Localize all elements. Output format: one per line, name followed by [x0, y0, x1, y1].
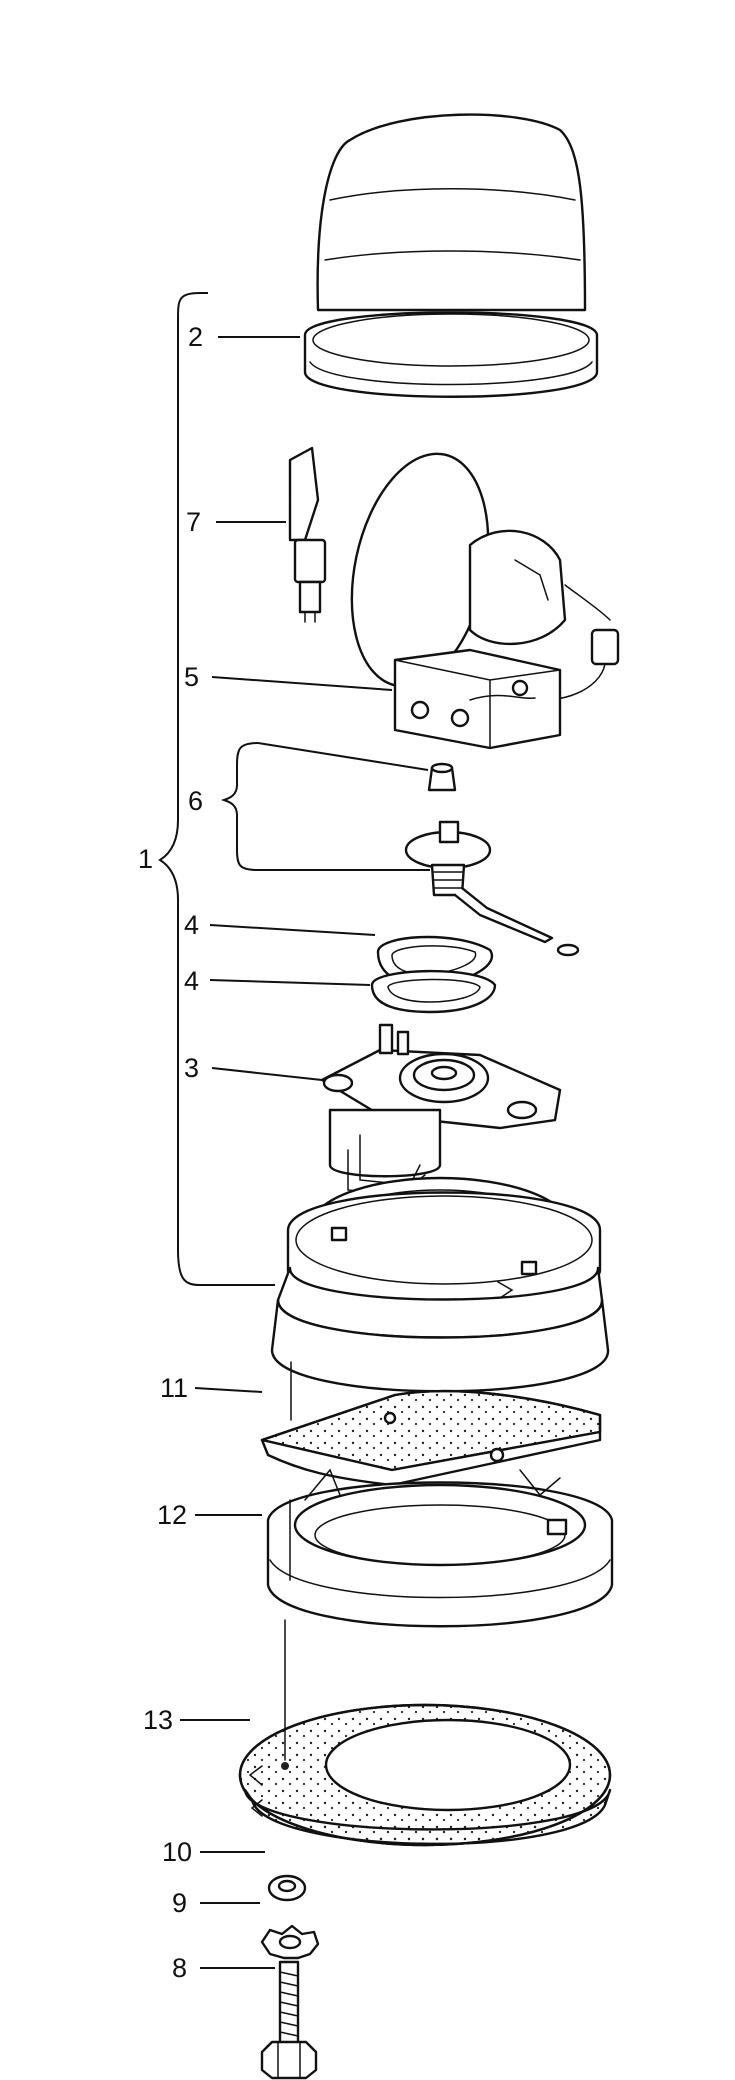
callout-6: 6: [188, 786, 203, 816]
callout-5: 5: [184, 662, 199, 692]
group-1-bracket: [158, 292, 201, 1286]
part-8-bolt: [260, 1960, 318, 2080]
leader-4a: [209, 924, 376, 936]
part-9-lock-washer: [260, 1924, 320, 1960]
callout-7: 7: [186, 507, 201, 537]
callout-8: 8: [172, 1953, 187, 1983]
group-6-bracket: [220, 742, 259, 871]
callout-4-upper: 4: [184, 910, 199, 940]
leader-5: [211, 676, 393, 691]
callout-12: 12: [157, 1500, 187, 1530]
part-2-dome-lens: [303, 113, 599, 398]
part-12-base-ring: [266, 1468, 614, 1628]
part-11-gasket-disc: [260, 1361, 602, 1487]
part-4-gaskets: [370, 935, 497, 1014]
leader-4b: [209, 979, 371, 986]
part-6-lampholder: [404, 762, 580, 957]
callout-9: 9: [172, 1888, 187, 1918]
part-3-motor-unit: [320, 1023, 562, 1196]
callout-13: 13: [143, 1705, 173, 1735]
callout-10: 10: [162, 1837, 192, 1867]
leader-3: [211, 1067, 323, 1081]
part-5-reflector-housing: [350, 452, 620, 750]
leader-6-top: [257, 742, 429, 771]
callout-11: 11: [160, 1373, 188, 1403]
callout-4-lower: 4: [184, 966, 199, 996]
callout-3: 3: [184, 1053, 199, 1083]
part-10-washer: [267, 1874, 307, 1902]
callout-2: 2: [188, 322, 203, 352]
part-7-bulb: [288, 446, 327, 623]
leader-11: [194, 1387, 263, 1393]
callout-1: 1: [138, 844, 153, 874]
part-13-mounting-gasket: [238, 1619, 612, 1847]
part-1-housing: [270, 1176, 610, 1393]
